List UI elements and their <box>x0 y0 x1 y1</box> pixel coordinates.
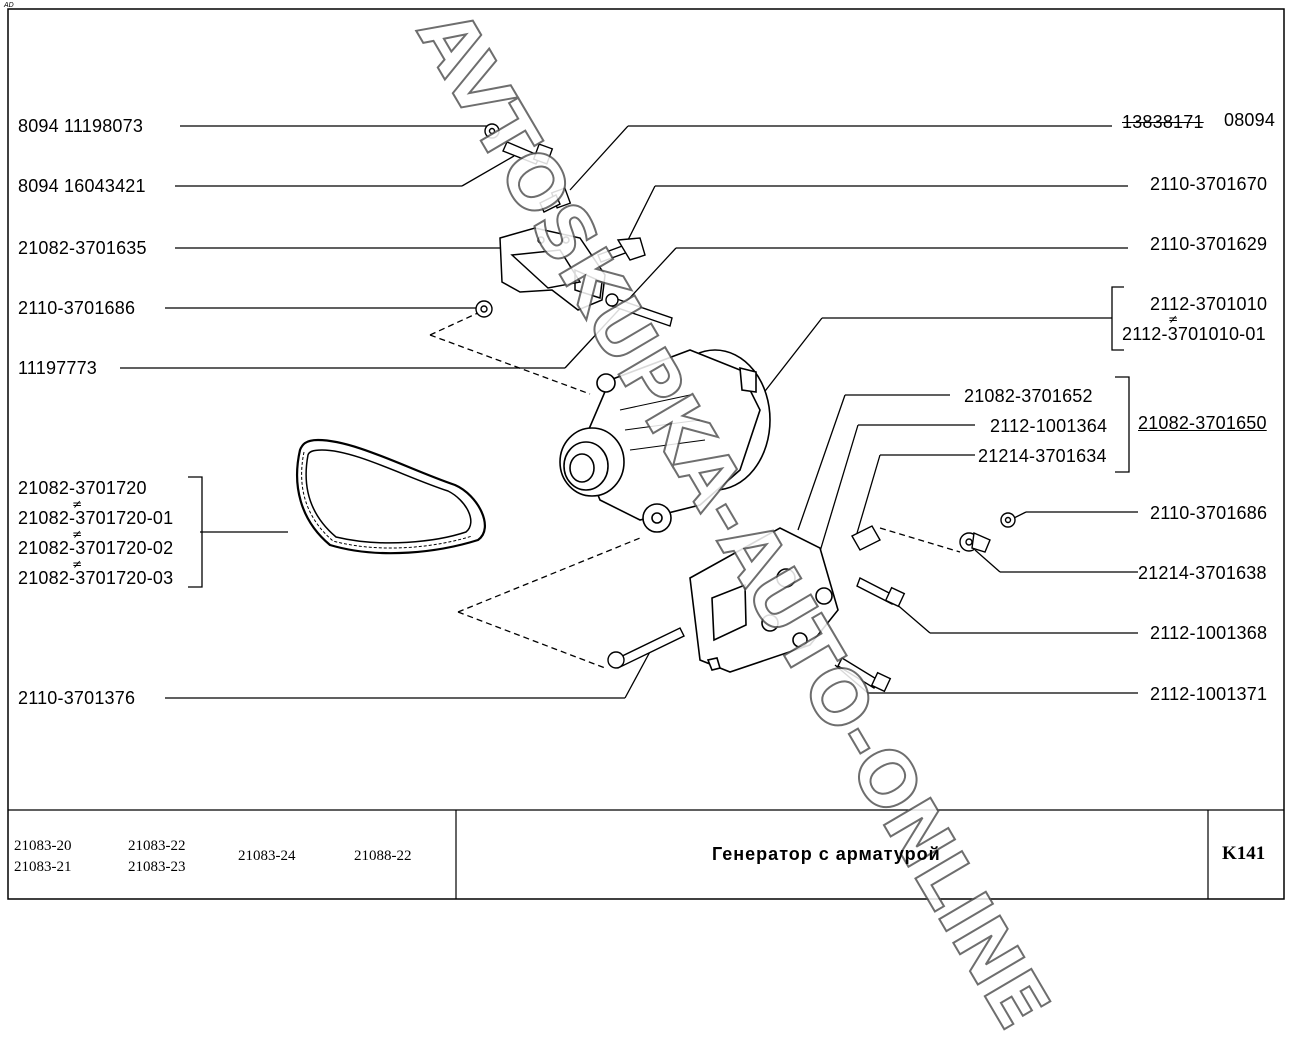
part-label-left-3: 21082-3701635 <box>18 238 147 258</box>
upper-bracket <box>499 227 606 311</box>
model-code-4: 21083-23 <box>128 859 186 875</box>
assembly-number: 21082-3701650 <box>1138 413 1267 433</box>
neq-mark-4: ≠ <box>1168 312 1179 326</box>
part-label-right-5: 2112-3701010-01 <box>1122 324 1266 344</box>
model-code-6: 21088-22 <box>354 848 412 864</box>
part-label-right-8: 21214-3701634 <box>978 446 1107 466</box>
part-label-left-2: 8094 16043421 <box>18 176 146 196</box>
part-label-left-8: 21082-3701720-02 <box>18 538 174 558</box>
part-label-right-1b: 08094 <box>1224 110 1276 130</box>
model-code-5: 21083-24 <box>238 848 296 864</box>
parts-diagram-sheet: AVTOSKUPKA-AUTO-ONLINE AD 8094 11198073 … <box>4 0 1285 1043</box>
part-label-right-9: 21082-3701650 <box>1138 413 1267 433</box>
part-label-right-12: 2112-1001368 <box>1150 623 1268 643</box>
part-label-right-10: 2110-3701686 <box>1150 503 1268 523</box>
outer-frame <box>7 8 1285 900</box>
part-label-left-7: 21082-3701720-01 <box>18 508 174 528</box>
model-code-1: 21083-20 <box>14 838 72 854</box>
part-label-right-11: 21214-3701638 <box>1138 563 1267 583</box>
neq-mark-1: ≠ <box>72 497 83 511</box>
label-brackets <box>188 286 1130 588</box>
part-label-right-3: 2110-3701629 <box>1150 234 1268 254</box>
part-label-right-2: 2110-3701670 <box>1150 174 1268 194</box>
part-label-left-9: 21082-3701720-03 <box>18 568 174 588</box>
diagram-title: Генератор с арматурой <box>712 844 941 864</box>
part-label-left-10: 2110-3701376 <box>18 688 136 708</box>
part-label-left-6: 21082-3701720 <box>18 478 147 498</box>
part-label-right-7: 2112-1001364 <box>990 416 1108 436</box>
part-label-left-4: 2110-3701686 <box>18 298 136 318</box>
neq-mark-2: ≠ <box>72 527 83 541</box>
neq-mark-3: ≠ <box>72 557 83 571</box>
model-code-3: 21083-22 <box>128 838 186 854</box>
fasteners <box>475 123 1016 693</box>
part-number-struck: 13838171 <box>1122 112 1204 132</box>
part-label-left-5: 11197773 <box>18 358 98 378</box>
lower-bracket <box>689 527 839 673</box>
leader-lines <box>120 125 1138 699</box>
drive-belt <box>296 438 486 555</box>
part-label-left-1: 8094 11198073 <box>18 116 144 136</box>
alternator <box>559 349 771 533</box>
part-label-right-6: 21082-3701652 <box>964 386 1093 406</box>
part-label-right-1a: 13838171 <box>1122 112 1204 132</box>
corner-mark: AD <box>4 2 14 9</box>
part-label-right-13: 2112-1001371 <box>1150 684 1268 704</box>
diagram-drawing <box>7 8 1285 900</box>
page-code: K141 <box>1222 843 1266 864</box>
model-code-2: 21083-21 <box>14 859 72 875</box>
part-label-right-4: 2112-3701010 <box>1150 294 1268 314</box>
